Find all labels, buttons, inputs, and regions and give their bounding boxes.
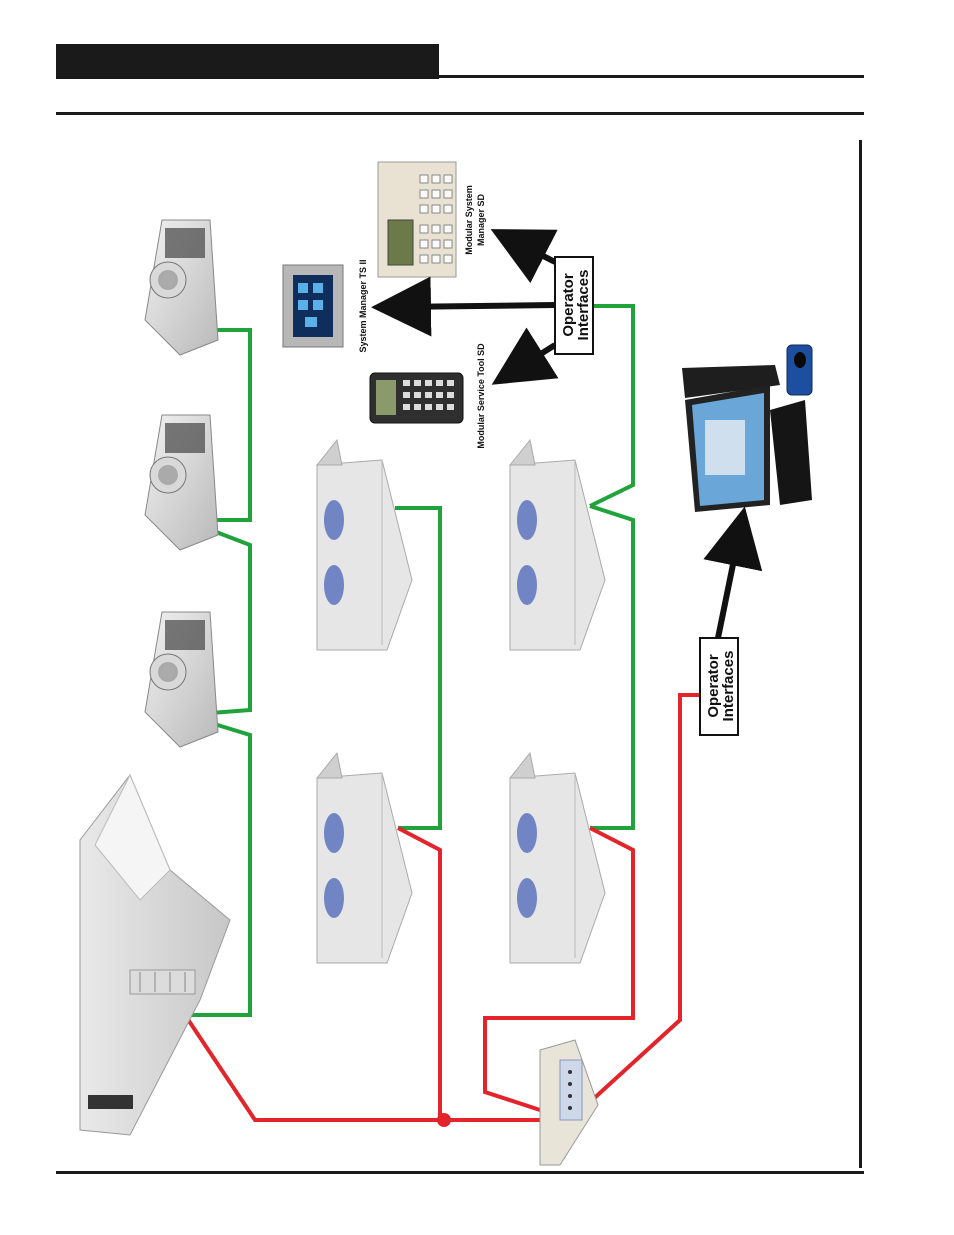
red-network [183,693,700,1122]
rooftop-unit-icon [508,751,606,964]
keypad-icon [369,372,464,424]
side-rule [859,140,862,1168]
modular-system-manager [377,161,457,278]
rooftop-unit-mid-bottom [315,751,413,964]
modular-service-tool [369,372,464,424]
red-wire-oi [588,693,700,1104]
touchscreen-icon [282,264,344,348]
terminal-unit-3 [144,611,219,748]
terminal-unit-icon [144,611,219,748]
rooftop-unit-right-top [508,438,606,651]
arrow-to-msm [490,229,558,284]
label-modular-system-manager-line1: Modular System [464,185,474,255]
mini-link-pd-icon [539,1039,599,1166]
terminal-unit-1 [144,219,219,356]
operator-interfaces-bottom-line2: Interfaces [720,651,737,722]
terminal-unit-2 [144,414,219,551]
operator-interfaces-top: Operator Interfaces [554,256,594,355]
rooftop-unit-right-bottom [508,751,606,964]
arrow-to-mst [491,327,559,385]
keypad-icon [377,161,457,278]
rooftop-unit-icon [315,438,413,651]
red-junction [437,1113,451,1127]
air-handler-unit [79,773,231,1136]
rooftop-unit-icon [315,751,413,964]
label-modular-service-tool: Modular Service Tool SD [476,343,486,449]
operator-interfaces-top-line1: Operator [560,273,577,337]
header-line [439,75,864,78]
arrow-to-computer [703,506,763,639]
label-modular-system-manager-line2: Manager SD [476,193,486,246]
rooftop-unit-mid-top [315,438,413,651]
green-wire-oi [589,304,635,508]
rooftop-unit-icon [508,438,606,651]
operator-interfaces-top-line2: Interfaces [575,270,592,341]
system-manager-ts2 [282,264,344,348]
operator-interfaces-bottom: Operator Interfaces [699,637,739,736]
red-wire-mid [397,826,442,1120]
label-system-manager-ts2: System Manager TS II [358,259,368,352]
terminal-unit-icon [144,414,219,551]
green-wire-rtu-mid [395,506,442,830]
arrow-to-ts2 [371,276,556,337]
computer [682,344,813,512]
header-bar [56,44,439,79]
bottom-rule [56,1171,864,1174]
terminal-unit-icon [144,219,219,356]
top-rule [56,112,864,115]
mini-link-device [539,1039,599,1166]
air-handler-icon [79,773,231,1136]
computer-icon [682,344,813,512]
arrows [371,229,763,639]
red-wire-right [483,826,635,1112]
green-wire-rtu-right [589,504,635,830]
operator-interfaces-bottom-line1: Operator [705,654,722,718]
